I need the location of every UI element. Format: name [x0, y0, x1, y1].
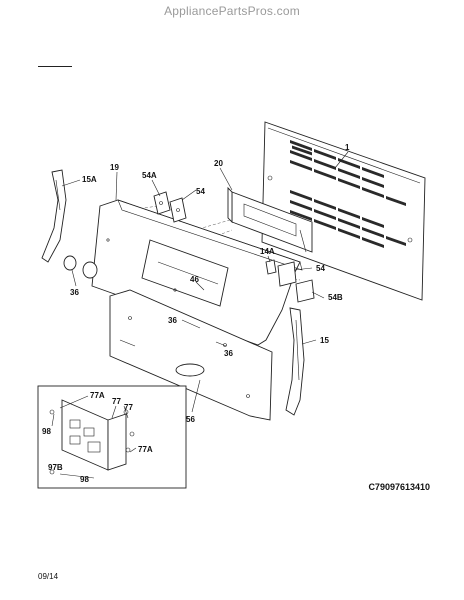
label-36-mid: 36	[168, 316, 177, 325]
label-98-top: 98	[42, 427, 51, 436]
label-36-right: 36	[224, 349, 233, 358]
label-77a-top: 77A	[90, 391, 105, 400]
label-15: 15	[320, 336, 329, 345]
control-bracket	[109, 289, 273, 421]
rear-panel	[261, 121, 426, 301]
relay-switches-right	[265, 259, 315, 303]
label-77-a: 77	[112, 397, 121, 406]
label-54-top: 54	[196, 187, 205, 196]
label-15a: 15A	[82, 175, 97, 184]
diagram-code: C79097613410	[368, 482, 430, 492]
diagram-date: 09/14	[38, 572, 59, 581]
label-97b: 97B	[48, 463, 63, 472]
label-54b: 54B	[328, 293, 343, 302]
inset-box	[37, 385, 187, 489]
label-36-left: 36	[70, 288, 79, 297]
right-side-trim	[285, 307, 305, 416]
label-1: 1	[345, 143, 350, 152]
site-watermark: AppliancePartsPros.com	[164, 4, 300, 18]
label-54a: 54A	[142, 171, 157, 180]
leader-lines	[51, 151, 349, 479]
label-77a-bottom: 77A	[138, 445, 153, 454]
relay-switches-top	[153, 191, 187, 223]
control-board	[227, 186, 313, 253]
label-46: 46	[190, 275, 199, 284]
label-14a: 14A	[260, 247, 275, 256]
label-56: 56	[186, 415, 195, 424]
label-77-b: 77	[124, 403, 133, 412]
label-98-bottom: 98	[80, 475, 89, 484]
header-rule	[38, 66, 72, 67]
left-side-trim	[41, 169, 67, 263]
label-20: 20	[214, 159, 223, 168]
part-labels: 1 20 19 15A 54A 54 14A 54 54B 46 36 36 3…	[42, 143, 350, 484]
label-54-mid: 54	[316, 264, 325, 273]
label-19: 19	[110, 163, 119, 172]
